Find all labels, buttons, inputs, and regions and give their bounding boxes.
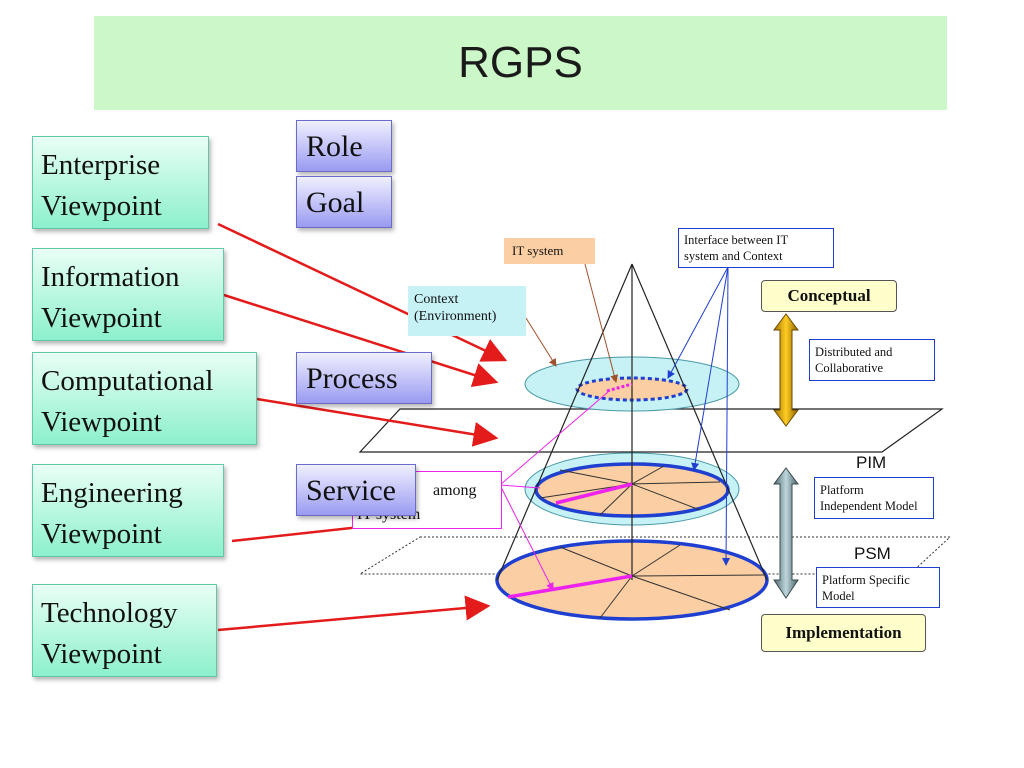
implementation-label-box: Implementation: [761, 614, 926, 652]
information-arrow: [223, 293, 499, 388]
conceptual-label-box: Conceptual: [761, 280, 897, 312]
context-label: Context (Environment): [414, 292, 497, 324]
goal-label: Goal: [306, 186, 365, 219]
it-system-callout: IT system: [504, 238, 595, 264]
context-callout: Context (Environment): [408, 286, 526, 336]
pim-label: PIM: [856, 453, 887, 472]
technology-viewpoint-box: Technology Viewpoint: [32, 584, 217, 677]
technology-arrow: [217, 595, 491, 632]
conceptual-double-arrow: [773, 313, 799, 427]
interface-callout: Interface between IT system and Context: [678, 228, 834, 268]
cone-lines: [496, 263, 768, 581]
upper-plane: [358, 408, 944, 453]
among-text: among: [433, 482, 477, 499]
engineering-viewpoint-box: Engineering Viewpoint: [32, 464, 224, 557]
title-band: RGPS: [94, 16, 947, 110]
page-title: RGPS: [458, 38, 583, 87]
implementation-label: Implementation: [785, 623, 902, 642]
platform-independent-label: Platform Independent Model: [820, 483, 918, 513]
brown-callout-arrows: [525, 263, 619, 383]
enterprise-arrow: [217, 222, 508, 362]
process-box: Process: [296, 352, 432, 404]
goal-box: Goal: [296, 176, 392, 228]
enterprise-viewpoint-label: Enterprise Viewpoint: [41, 149, 162, 222]
distributed-label: Distributed and Collaborative: [815, 345, 893, 375]
it-system-label: IT system: [512, 243, 564, 258]
role-box: Role: [296, 120, 392, 172]
service-label: Service: [306, 474, 396, 507]
service-box: Service: [296, 464, 416, 516]
computational-viewpoint-box: Computational Viewpoint: [32, 352, 257, 445]
information-viewpoint-box: Information Viewpoint: [32, 248, 224, 341]
interface-label: Interface between IT system and Context: [684, 233, 789, 263]
blue-interface-arrows: [667, 266, 731, 566]
platform-specific-label: Platform Specific Model: [822, 573, 910, 603]
role-label: Role: [306, 130, 363, 163]
platform-independent-callout: Platform Independent Model: [814, 477, 934, 519]
information-viewpoint-label: Information Viewpoint: [41, 261, 180, 334]
implementation-double-arrow: [773, 467, 799, 599]
psm-label: PSM: [854, 544, 891, 563]
computational-viewpoint-label: Computational Viewpoint: [41, 365, 214, 438]
conceptual-label: Conceptual: [787, 286, 871, 305]
distributed-callout: Distributed and Collaborative: [809, 339, 935, 381]
enterprise-viewpoint-box: Enterprise Viewpoint: [32, 136, 209, 229]
engineering-viewpoint-label: Engineering Viewpoint: [41, 477, 183, 550]
platform-specific-callout: Platform Specific Model: [816, 567, 940, 608]
magenta-links: [499, 382, 633, 599]
process-label: Process: [306, 362, 398, 395]
technology-viewpoint-label: Technology Viewpoint: [41, 597, 178, 670]
computational-arrow: [256, 397, 499, 447]
